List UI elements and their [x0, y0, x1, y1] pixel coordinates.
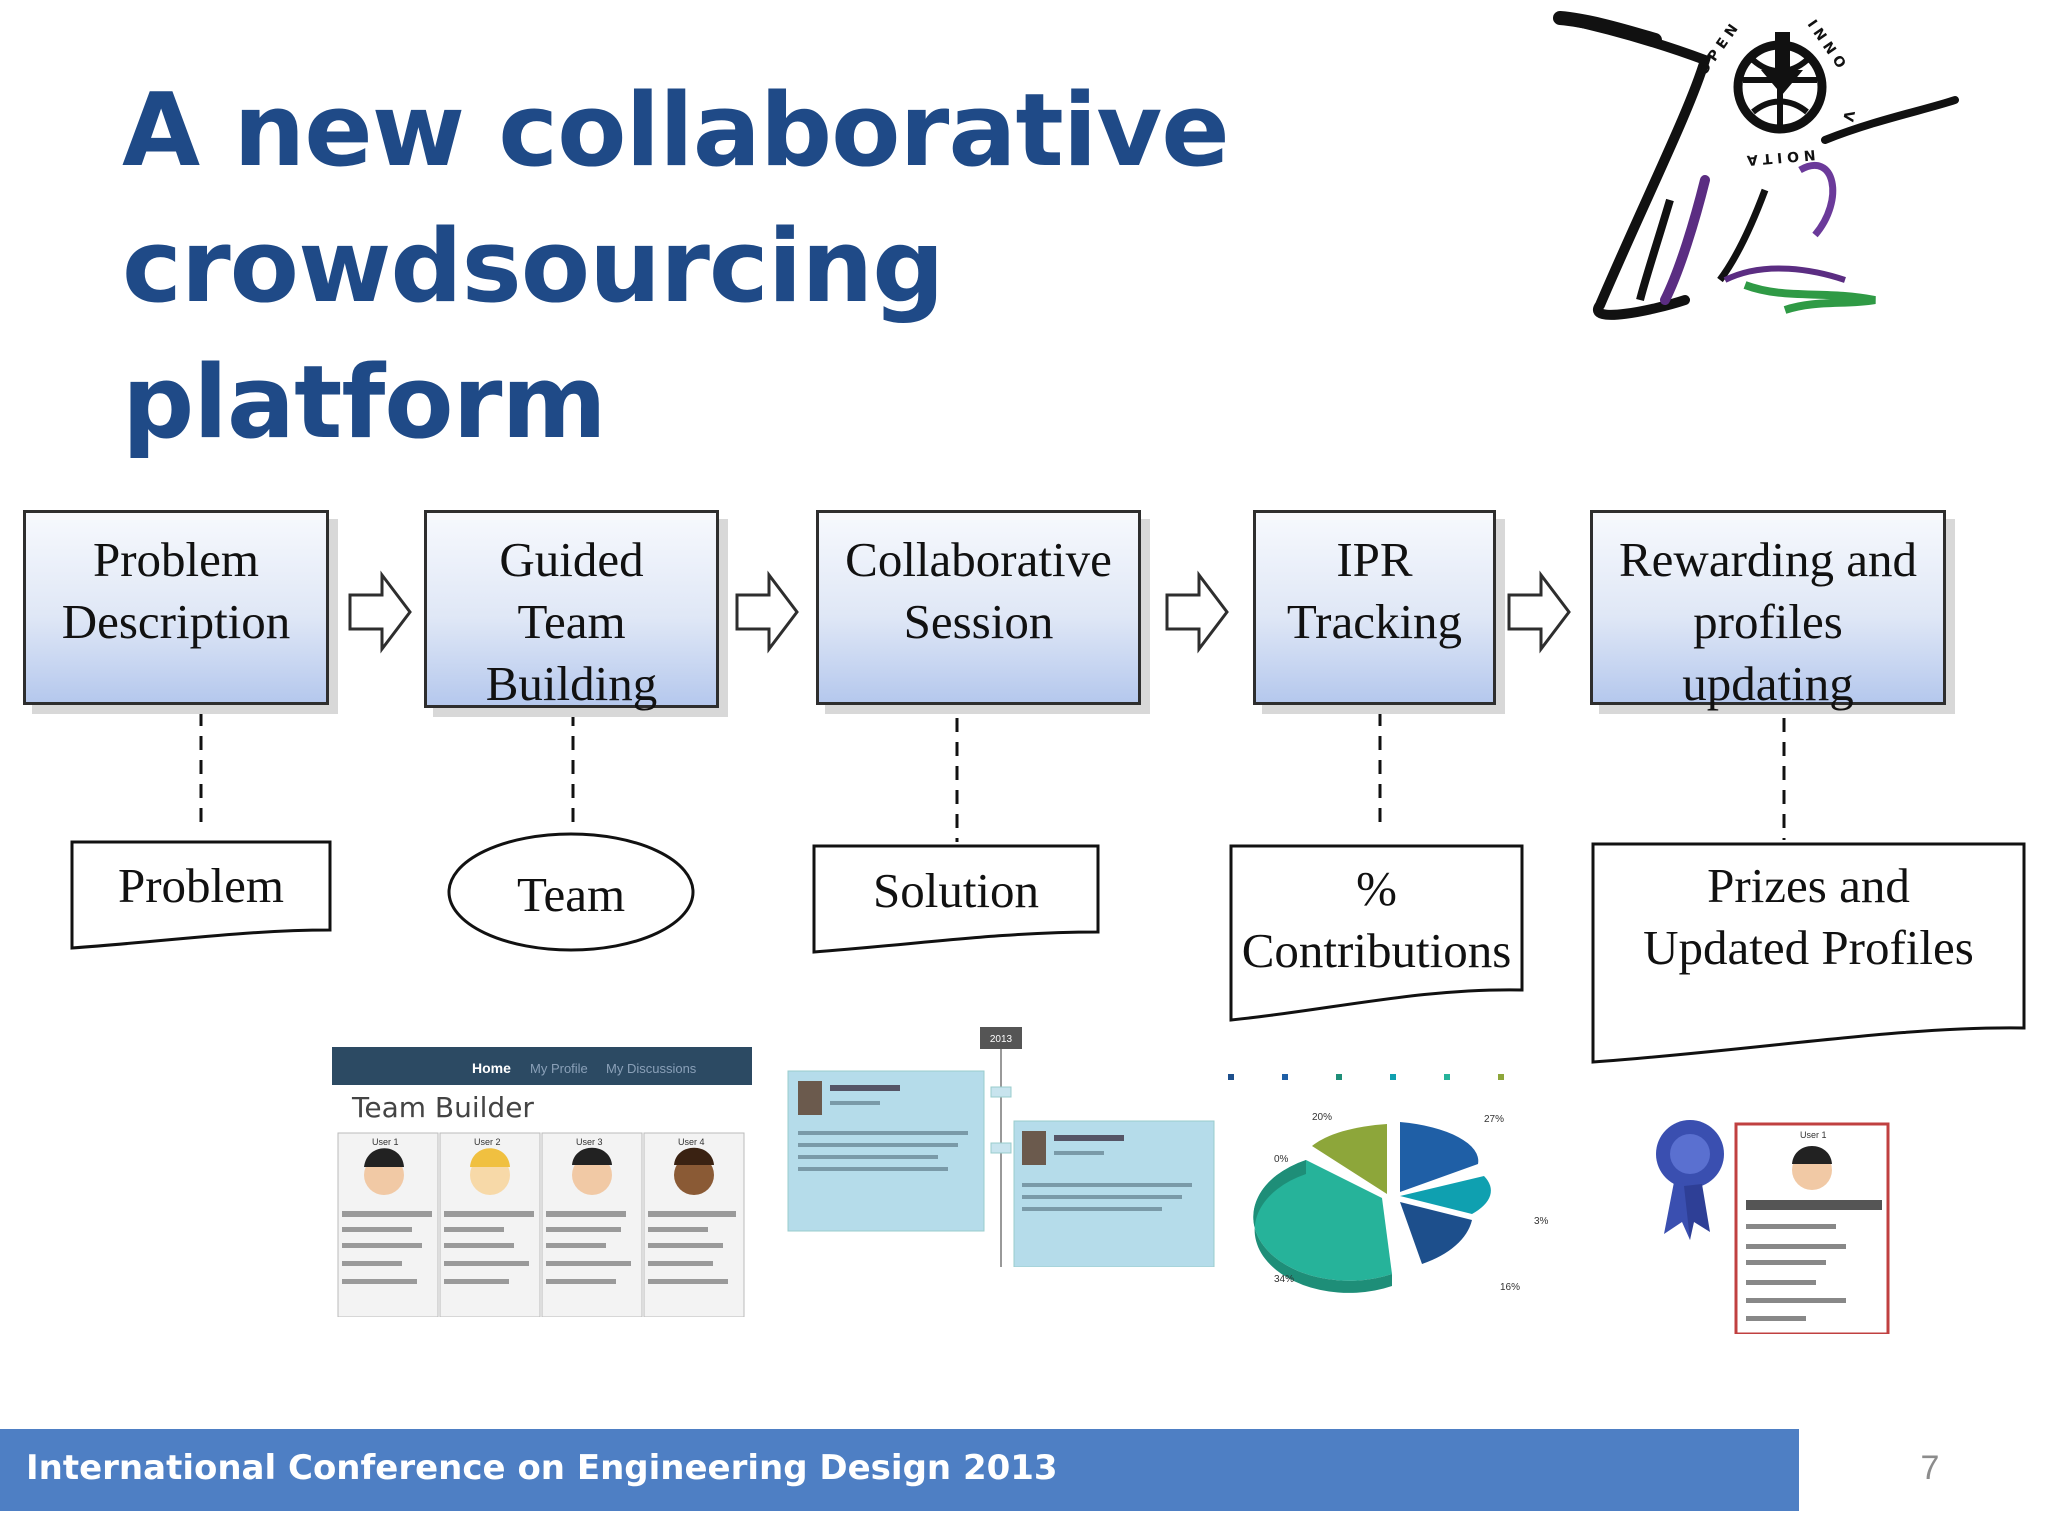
step-3-line-2: Session: [903, 594, 1054, 649]
step-2-line-1: Guided: [499, 532, 644, 587]
step-collaborative-session: Collaborative Session: [816, 510, 1141, 705]
pie-slice-blue: [1400, 1122, 1479, 1192]
output-shape-solution: [812, 844, 1100, 954]
flow-arrow-2: [735, 570, 799, 654]
step-ipr-tracking: IPR Tracking: [1253, 510, 1496, 705]
step-5-line-2: profiles: [1693, 594, 1843, 649]
session-marker: [980, 1027, 1022, 1049]
output-team: Team: [449, 864, 693, 926]
output-solution: Solution: [814, 860, 1098, 922]
step-2-line-3: Building: [485, 656, 658, 711]
step-5-line-1: Rewarding and: [1619, 532, 1917, 587]
svg-text:V: V: [1839, 109, 1857, 123]
title-line-2: crowdsourcing platform: [122, 207, 945, 461]
tb-nav-home: Home: [472, 1060, 511, 1076]
collaborative-session-screenshot: 2013: [786, 1027, 1216, 1267]
page-number: 7: [1920, 1449, 1940, 1487]
step-4-line-2: Tracking: [1286, 594, 1463, 649]
tb-user-1: User 1: [337, 1132, 439, 1317]
flow-arrow-3: [1165, 570, 1229, 654]
tb-user-2: User 2: [439, 1132, 541, 1317]
output-contributions-line-2: Contributions: [1241, 923, 1512, 978]
tb-nav-discussions: My Discussions: [606, 1061, 697, 1076]
tb-user-4-label: User 4: [678, 1137, 705, 1147]
profile-user-label: User 1: [1800, 1130, 1827, 1140]
tb-user-3-label: User 3: [576, 1137, 603, 1147]
step-1-line-2: Description: [61, 594, 291, 649]
title-line-1: A new collaborative: [122, 71, 1230, 189]
tb-skill-rows: [342, 1211, 736, 1284]
output-prizes-line-1: Prizes and: [1707, 858, 1910, 913]
pie-slice-dark: [1400, 1202, 1472, 1264]
footer-conference-name: International Conference on Engineering …: [26, 1448, 1058, 1488]
slide-title: A new collaborative crowdsourcing platfo…: [122, 62, 1422, 470]
flow-arrow-1: [348, 570, 412, 654]
output-contributions: % Contributions: [1231, 858, 1522, 982]
pie-slice-sea: [1253, 1160, 1392, 1281]
step-2-line-2: Team: [517, 594, 626, 649]
contributions-pie-screenshot: 20% 27% 0% 3% 34% 16%: [1228, 1074, 1549, 1293]
pie-legend: [1228, 1074, 1504, 1080]
open-innovation-logo: O P E N I N N O N O I T A V: [1553, 11, 1959, 320]
step-4-line-1: IPR: [1336, 532, 1413, 587]
updated-profile-screenshot: User 1: [1656, 1120, 1890, 1334]
step-1-line-1: Problem: [92, 532, 260, 587]
step-guided-team-building: Guided Team Building: [424, 510, 719, 711]
tb-user-4: User 4: [643, 1132, 745, 1317]
pie-label-5: 34%: [1274, 1274, 1294, 1285]
tb-user-2-label: User 2: [474, 1137, 501, 1147]
output-contributions-line-1: %: [1356, 861, 1397, 916]
output-solution-label: Solution: [872, 863, 1040, 918]
output-shape-team: [447, 832, 695, 952]
pie-label-2: 27%: [1484, 1114, 1504, 1125]
flow-arrow-4: [1507, 570, 1571, 654]
award-ribbon-icon: [1656, 1120, 1724, 1240]
svg-text:N O I T A: N O I T A: [1746, 146, 1816, 168]
step-3-line-1: Collaborative: [845, 532, 1112, 587]
output-prizes-line-2: Updated Profiles: [1643, 920, 1974, 975]
output-shape-problem: [70, 840, 332, 950]
step-5-line-3: updating: [1682, 656, 1854, 711]
output-shape-contributions: [1229, 844, 1524, 1022]
pie-slice-green: [1312, 1124, 1387, 1194]
step-problem-description: Problem Description: [23, 510, 329, 705]
step-rewarding-profiles: Rewarding and profiles updating: [1590, 510, 1946, 711]
pie-label-6: 16%: [1500, 1282, 1520, 1293]
tb-heading: Team Builder: [351, 1091, 534, 1124]
team-builder-screenshot: Home My Profile My Discussions Team Buil…: [332, 1047, 752, 1317]
tb-user-1-label: User 1: [372, 1137, 399, 1147]
pie-label-3: 0%: [1274, 1154, 1289, 1165]
pie-slice-teal: [1400, 1176, 1491, 1214]
tb-user-columns: User 1 User 2 User 3 User 4: [337, 1132, 745, 1317]
output-team-label: Team: [516, 867, 626, 922]
footer-bar: [0, 1429, 1799, 1511]
tb-nav-profile: My Profile: [530, 1061, 588, 1076]
pie-label-4: 3%: [1534, 1216, 1549, 1227]
session-marker-label: 2013: [990, 1034, 1013, 1045]
pie-label-1: 20%: [1312, 1112, 1332, 1123]
output-problem-label: Problem: [117, 858, 285, 913]
output-shape-prizes: [1591, 842, 2026, 1064]
output-problem: Problem: [72, 855, 330, 917]
output-prizes: Prizes and Updated Profiles: [1593, 855, 2024, 979]
tb-user-3: User 3: [541, 1132, 643, 1317]
